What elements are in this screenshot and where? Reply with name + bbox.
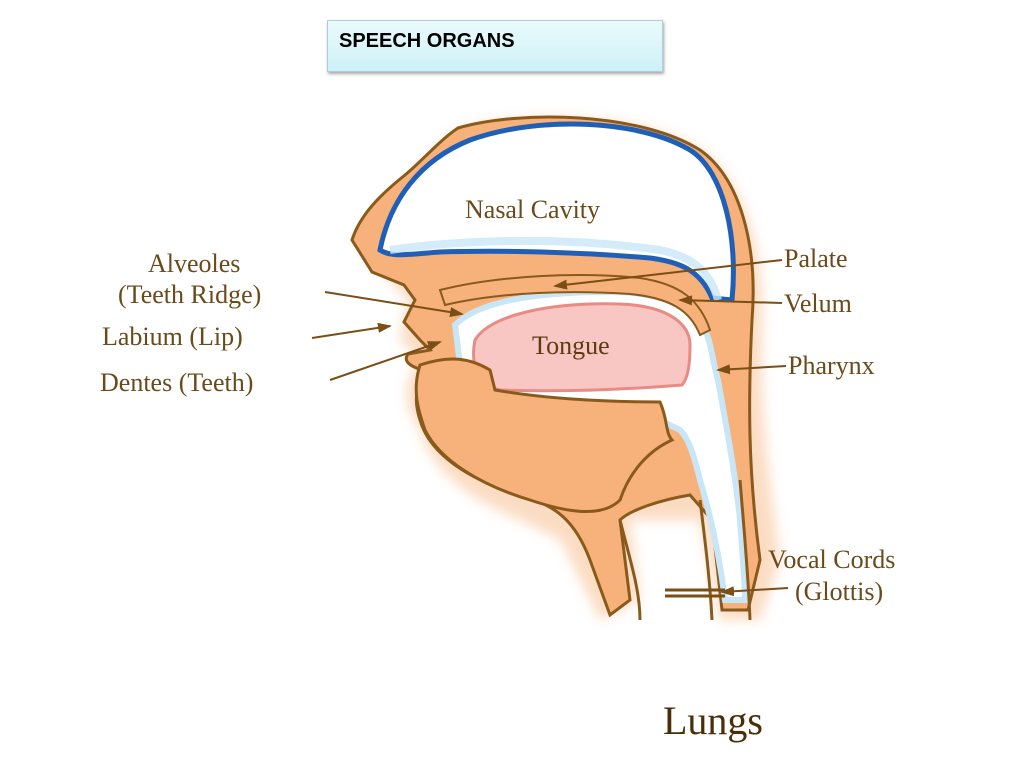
label-vocal-cords: Vocal Cords (768, 545, 895, 574)
label-dentes: Dentes (Teeth) (100, 368, 253, 397)
label-velum: Velum (784, 289, 852, 318)
arrow-velum (678, 295, 783, 306)
label-glottis: (Glottis) (795, 577, 883, 606)
vocal-cords (665, 588, 725, 598)
label-alveoles: Alveoles (148, 249, 240, 278)
label-pharynx: Pharynx (788, 351, 875, 380)
trachea-right (698, 499, 714, 621)
label-tongue: Tongue (532, 331, 610, 360)
arrow-teeth-ridge (324, 291, 464, 318)
label-palate: Palate (784, 244, 848, 273)
label-labium: Labium (Lip) (102, 322, 243, 351)
arrow-pharynx (716, 364, 787, 375)
neck-back (738, 479, 752, 621)
title-box: SPEECH ORGANS (327, 20, 663, 72)
nasal-cavity (377, 121, 736, 303)
arrow-labium (311, 322, 392, 339)
lower-jaw (414, 357, 675, 513)
label-lungs: Lungs (663, 698, 763, 743)
trachea-left (618, 519, 642, 621)
arrow-palate (553, 259, 783, 290)
palate-velum (438, 274, 712, 337)
label-teeth-ridge: (Teeth Ridge) (118, 280, 261, 309)
label-nasal-cavity: Nasal Cavity (465, 195, 600, 224)
page-title: SPEECH ORGANS (339, 30, 515, 52)
arrow-dentes (329, 341, 442, 381)
arrow-vocal-cords (720, 586, 789, 597)
nasal-cavity-glow (389, 236, 722, 302)
